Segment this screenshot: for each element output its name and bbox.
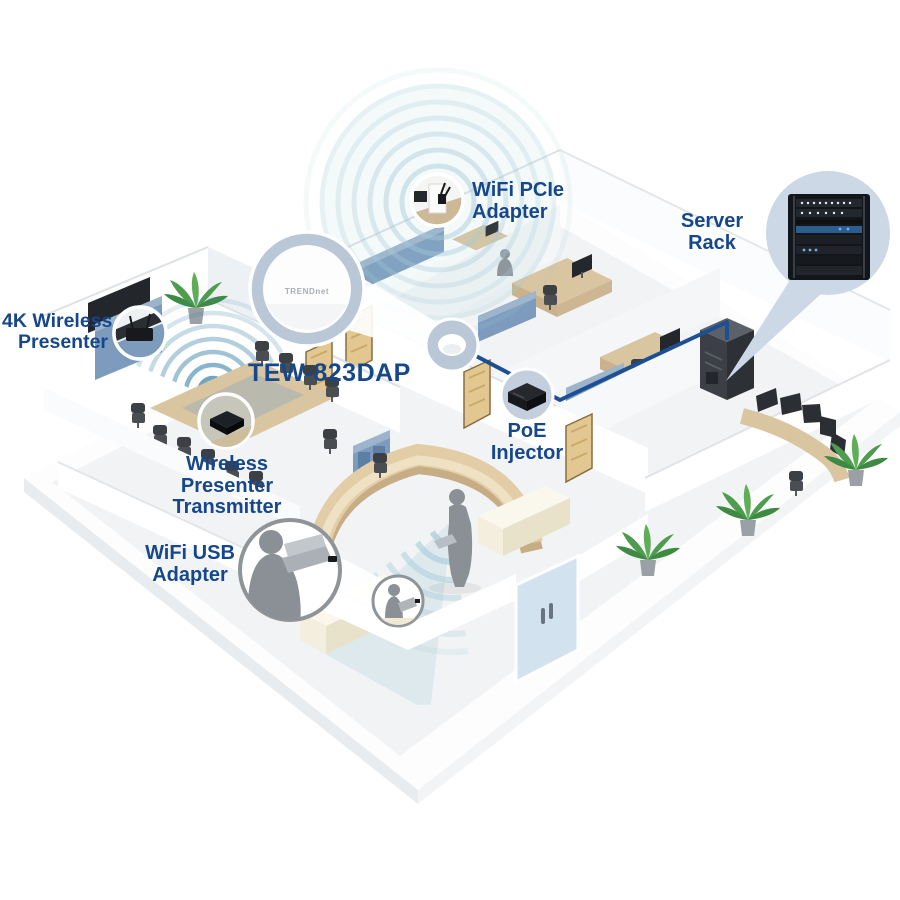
standing-person-silhouette: [429, 489, 481, 594]
label-4k-wireless-presenter: 4K Wireless Presenter: [2, 310, 113, 354]
poe-injector-icon: [508, 383, 546, 411]
callout-4k-presenter: [112, 305, 168, 361]
label-line: Presenter: [180, 474, 274, 497]
label-server-rack: Server Rack: [662, 210, 762, 254]
label-line: Injector: [490, 441, 564, 464]
label-line: 4K Wireless: [2, 310, 113, 332]
callout-access-point: TRENDnet: [248, 230, 480, 373]
pcie-room-furniture: [360, 220, 513, 290]
conference-front-ledge: [44, 388, 300, 528]
label-line: Wireless: [185, 453, 269, 475]
label-wifi-usb-adapter: WiFi USB Adapter: [134, 542, 246, 586]
label-wifi-pcie-adapter: WiFi PCIe Adapter: [472, 179, 565, 223]
callout-wifi-usb-adapter: [238, 518, 425, 628]
label-poe-injector: PoE Injector: [482, 420, 572, 464]
callout-server-rack: [726, 171, 890, 381]
label-line: WiFi PCIe: [472, 179, 565, 201]
label-line: Server: [680, 210, 744, 232]
console-desk: [740, 408, 850, 483]
couch-right: [478, 486, 570, 556]
label-tew-823dap: TEW-823DAP: [248, 360, 411, 387]
label-line: Transmitter: [172, 496, 282, 519]
callout-presenter-transmitter: [197, 392, 255, 450]
glass-entrance-door: [514, 553, 580, 685]
server-rack-icon: [788, 194, 870, 280]
label-line: Rack: [688, 231, 736, 254]
label-line: Presenter: [18, 331, 108, 354]
wall-mounted-tv: [88, 277, 150, 333]
callout-wifi-pcie-adapter: [409, 172, 465, 228]
label-line: TEW-823DAP: [248, 359, 411, 387]
ethernet-cable: [454, 320, 729, 402]
label-line: PoE: [507, 420, 547, 442]
label-line: Adapter: [152, 563, 228, 586]
label-wireless-presenter-transmitter: Wireless Presenter Transmitter: [146, 453, 308, 519]
access-point-brand-text: TRENDnet: [285, 287, 329, 296]
label-line: WiFi USB: [145, 542, 235, 564]
presenter-receiver-icon: [115, 308, 165, 358]
label-line: Adapter: [472, 200, 548, 223]
usb-user-big-icon: [247, 530, 337, 620]
callout-poe-injector: [499, 367, 555, 423]
office-worker-silhouette: [497, 258, 513, 276]
